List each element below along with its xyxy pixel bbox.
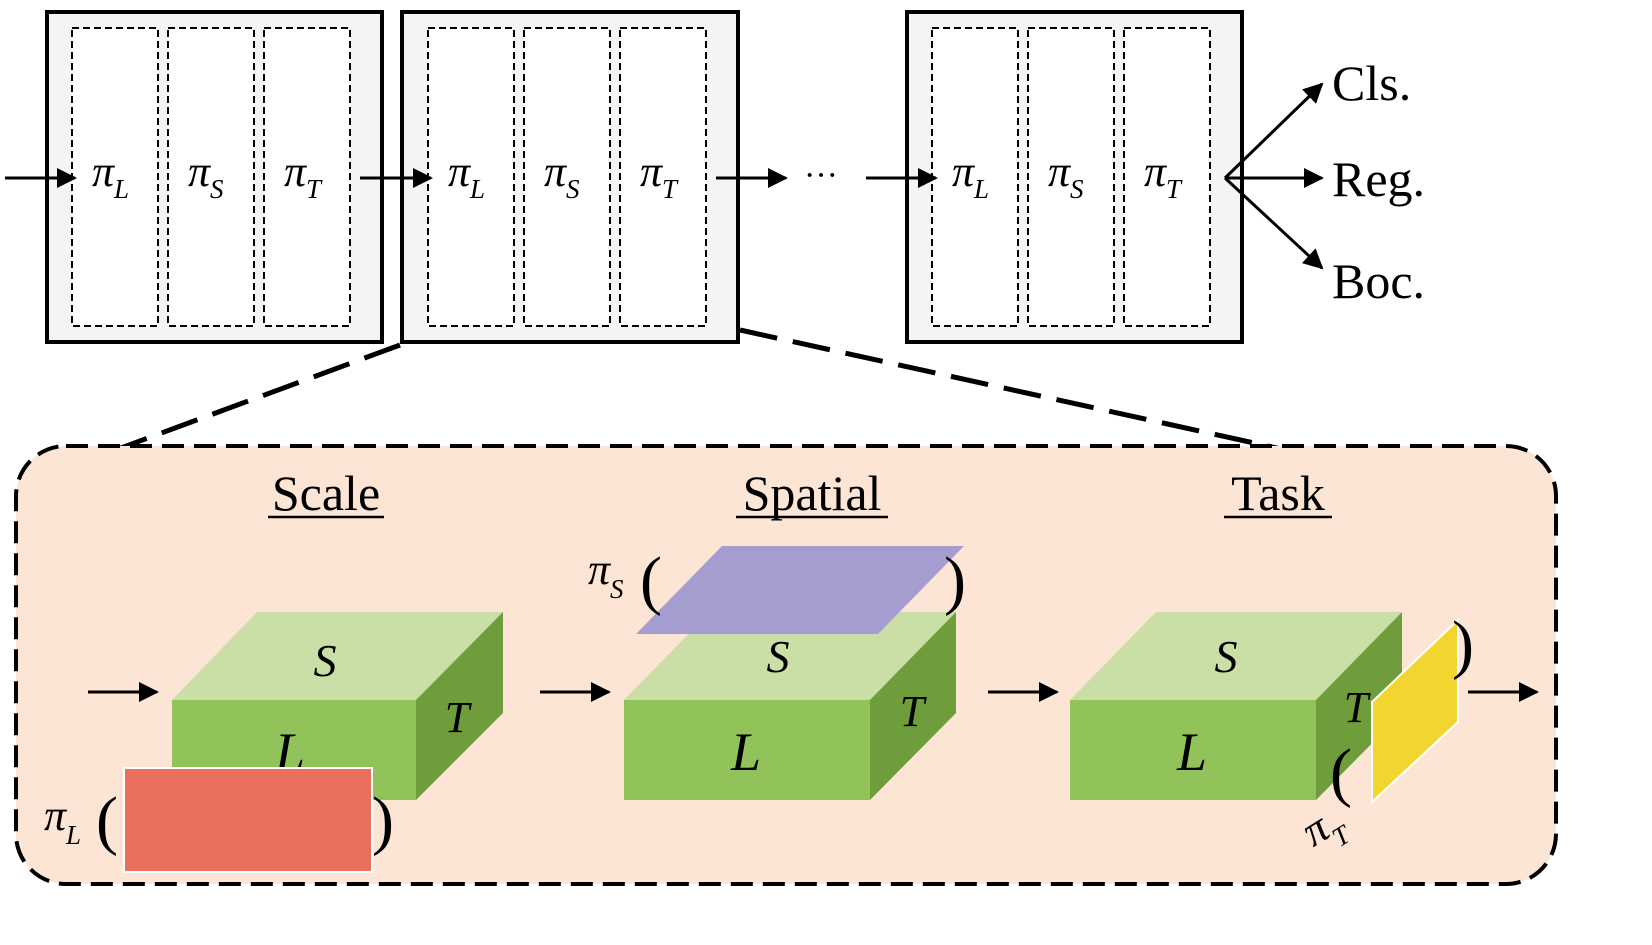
heading-task: Task [1231,465,1325,521]
paren-open: ( [640,544,662,617]
output-boc: Boc. [1332,253,1425,309]
pi-l-label: πL [448,147,485,204]
head-block-2-labels: πL πS πT [448,147,679,204]
face-label-s: S [314,635,337,686]
cube-front-face [624,700,870,800]
cube-top-face [1070,612,1402,700]
face-label-t: T [1344,683,1372,732]
stage-headings: Scale Spatial Task [268,465,1332,521]
paren-close: ) [1452,608,1474,681]
face-label-s: S [767,631,790,682]
paren-close: ) [944,544,966,617]
face-label-t: T [445,693,473,742]
heading-spatial: Spatial [743,465,882,521]
head-block-1 [45,10,384,344]
paren-close: ) [372,784,394,857]
cube-side-face [870,612,956,800]
spatial-attention-function: πS ( ) [588,544,966,617]
scale-attention-function: πL ( ) [44,784,394,857]
cube-front-face [1070,700,1316,800]
zoom-lines [109,327,1296,455]
paren-open: ( [96,784,118,857]
pi-l-label: πL [952,147,989,204]
pi-s-label: πS [1048,147,1084,204]
top-flow-arrows [5,82,1324,270]
pi-s-label: πS [188,147,224,204]
head-block-n [905,10,1244,344]
pi-t-label: πT [1144,147,1183,204]
paren-open: ( [1330,736,1352,809]
cube-side-face [1316,612,1402,800]
head-block-1-labels: πL πS πT [92,147,323,204]
cube-top-face [172,612,503,700]
output-cls: Cls. [1332,55,1411,111]
cls-arrow [1223,82,1324,180]
task-attention-plane [1371,617,1459,805]
task-cube: S L T [1070,612,1402,800]
head-block-n-labels: πL πS πT [952,147,1183,204]
face-label-l: L [730,722,761,782]
ellipsis: ··· [804,157,838,194]
cube-side-face [416,612,503,800]
pi-l-symbol: πL [44,791,81,850]
zoom-line-left [109,342,401,455]
pi-t-label: πT [284,147,323,204]
scale-cube: S L T [172,612,503,800]
boc-arrow [1223,176,1324,270]
face-label-l: L [1176,722,1207,782]
pi-t-label: πT [640,147,679,204]
scale-attention-plane [123,767,373,873]
pi-s-symbol: πS [588,545,624,604]
spatial-cube: S L T [624,612,956,800]
output-reg: Reg. [1332,151,1425,207]
pi-s-label: πS [544,147,580,204]
pi-l-label: πL [92,147,129,204]
face-label-s: S [1215,631,1238,682]
outputs: Cls. Reg. Boc. [1332,55,1425,309]
spatial-attention-plane [636,546,964,634]
face-label-t: T [900,687,928,736]
zoom-line-right [739,327,1296,455]
heading-scale: Scale [272,465,380,521]
